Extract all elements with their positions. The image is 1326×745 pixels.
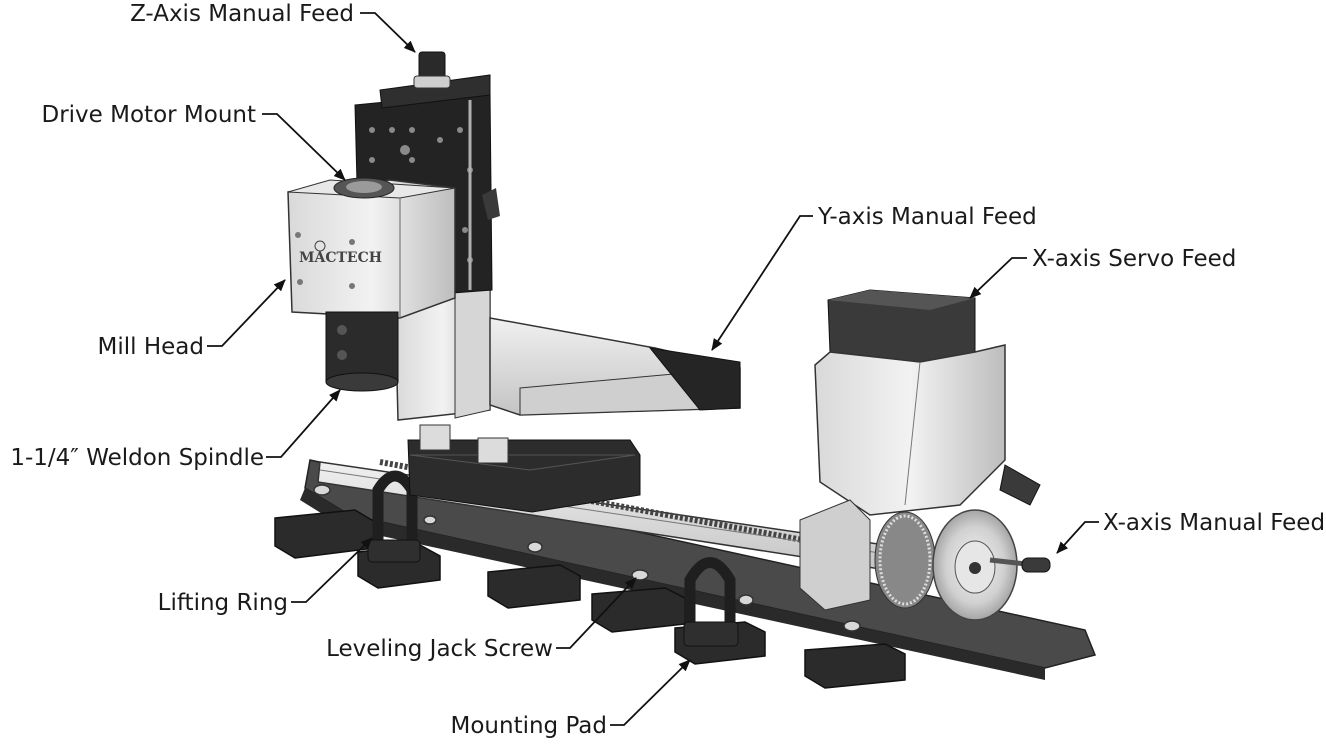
spindle	[325, 311, 399, 392]
label-lifting-ring: Lifting Ring	[158, 590, 288, 616]
leader-y-axis-manual-feed	[711, 215, 813, 351]
label-leveling-jack-screw: Leveling Jack Screw	[326, 636, 553, 662]
leader-x-axis-servo-feed	[969, 257, 1027, 299]
label-mill-head: Mill Head	[98, 334, 204, 360]
leader-mounting-pad	[610, 659, 691, 726]
lifting-ring-nuts	[367, 539, 739, 647]
x-servo-motor	[814, 289, 1041, 516]
leader-x-axis-manual-feed	[1056, 521, 1099, 554]
x-handwheel	[799, 499, 1051, 621]
callout-leaders	[207, 12, 1099, 726]
jack-screws	[313, 484, 861, 632]
label-x-axis-servo-feed: X-axis Servo Feed	[1032, 246, 1236, 272]
label-z-axis-manual-feed: Z-Axis Manual Feed	[130, 1, 354, 27]
leader-leveling-jack-screw	[556, 577, 637, 649]
machine-illustration: MACTECH	[274, 51, 1097, 689]
mill-head-block: MACTECH	[287, 177, 456, 319]
label-x-axis-manual-feed: X-axis Manual Feed	[1103, 510, 1325, 536]
y-axis-table	[489, 317, 741, 416]
label-drive-motor-mount: Drive Motor Mount	[42, 102, 257, 128]
label-mounting-pad: Mounting Pad	[451, 713, 608, 739]
label-weldon-spindle: 1-1/4″ Weldon Spindle	[10, 445, 264, 471]
z-feed-knob	[413, 51, 451, 89]
mactech-logo: MACTECH	[299, 250, 382, 266]
leader-weldon-spindle	[266, 389, 341, 458]
callout-labels: Z-Axis Manual Feed Drive Motor Mount Mil…	[10, 1, 1325, 739]
leader-lifting-ring	[291, 537, 373, 603]
carriage	[407, 424, 641, 513]
leader-z-axis-manual-feed	[360, 12, 416, 53]
label-y-axis-manual-feed: Y-axis Manual Feed	[817, 204, 1037, 230]
leader-mill-head	[207, 279, 286, 347]
leader-drive-motor-mount	[262, 113, 346, 181]
